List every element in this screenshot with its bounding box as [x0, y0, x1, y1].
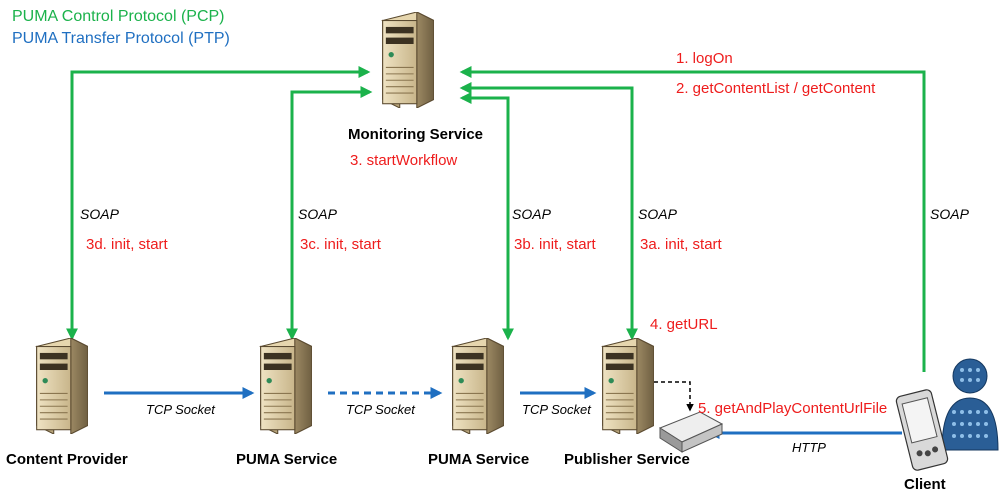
user-pattern	[952, 368, 988, 438]
legend-ptp: PUMA Transfer Protocol (PTP)	[12, 30, 230, 47]
protocol-tcp-puma1-puma2: TCP Socket	[346, 402, 415, 417]
pcp-link-publisher	[459, 82, 638, 341]
publisher-to-router-arrow	[654, 381, 694, 412]
node-puma-service-2-label: PUMA Service	[428, 451, 530, 468]
protocol-soap-content-provider: SOAP	[80, 206, 119, 222]
protocol-soap-client: SOAP	[930, 206, 969, 222]
puma-service-1-server-icon	[260, 338, 312, 434]
step-init-3c: 3c. init, start	[300, 236, 381, 253]
pcp-links	[66, 66, 926, 372]
content-provider-server-icon	[36, 338, 88, 434]
step-start-workflow: 3. startWorkflow	[350, 152, 458, 169]
pda-user-icon	[895, 358, 999, 471]
pcp-link-content-provider	[66, 66, 371, 341]
node-content-provider-label: Content Provider	[6, 451, 128, 468]
protocol-tcp-puma2-publisher: TCP Socket	[522, 402, 591, 417]
node-publisher-label: Publisher Service	[564, 451, 690, 468]
protocol-http: HTTP	[792, 440, 826, 455]
node-client-label: Client	[904, 476, 946, 493]
publisher-server-icon	[602, 338, 654, 434]
monitoring-server-icon	[382, 12, 434, 108]
step-get-url: 4. getURL	[650, 316, 718, 333]
step-init-3d: 3d. init, start	[86, 236, 168, 253]
node-puma-service-1-label: PUMA Service	[236, 451, 338, 468]
protocol-tcp-provider-puma1: TCP Socket	[146, 402, 215, 417]
step-get-content: 2. getContentList / getContent	[676, 80, 876, 97]
pda-device	[895, 389, 949, 471]
node-monitoring-label: Monitoring Service	[348, 126, 484, 143]
protocol-soap-puma-2: SOAP	[512, 206, 551, 222]
step-init-3a: 3a. init, start	[640, 236, 722, 253]
router-box-icon	[658, 411, 724, 453]
protocol-soap-puma-1: SOAP	[298, 206, 337, 222]
step-get-and-play: 5. getAndPlayContentUrlFile	[698, 400, 888, 417]
puma-service-2-server-icon	[452, 338, 504, 434]
ptp-links	[104, 387, 902, 439]
step-log-on: 1. logOn	[676, 50, 733, 67]
legend-pcp: PUMA Control Protocol (PCP)	[12, 8, 225, 25]
user-head	[952, 358, 988, 394]
pcp-link-client	[459, 66, 926, 372]
step-init-3b: 3b. init, start	[514, 236, 596, 253]
protocol-soap-publisher: SOAP	[638, 206, 677, 222]
pcp-link-puma-service-1	[286, 86, 373, 341]
